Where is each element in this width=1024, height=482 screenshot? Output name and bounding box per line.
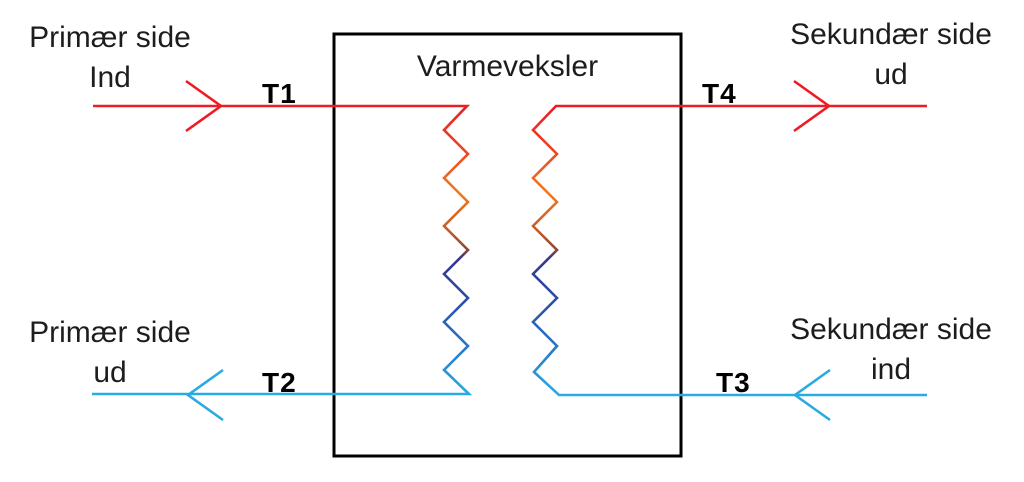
label-secondary-in-line1: Sekundær side [790,313,992,346]
exchanger-box [332,32,683,458]
secondary-out-arrow [793,79,832,133]
label-primary-in: Primær side Ind [15,18,205,98]
primary-flow-line [92,104,473,396]
sensor-label-t2: T2 [262,367,297,398]
sensor-label-t1: T1 [262,78,297,109]
secondary-in-arrow [792,368,831,422]
label-primary-in-line2: Ind [89,61,131,94]
label-primary-out: Primær side ud [15,313,205,393]
label-primary-in-line1: Primær side [29,21,191,54]
label-secondary-out-line1: Sekundær side [790,18,992,51]
primary-out-arrow [185,368,224,422]
label-secondary-in-line2: ind [870,353,912,386]
exchanger-title: Varmeveksler [416,50,599,83]
label-secondary-out-line2: ud [874,58,908,91]
label-secondary-out: Sekundær side ud [788,15,994,95]
sensor-label-t4: T4 [702,78,737,109]
label-secondary-in: Sekundær side ind [788,310,994,390]
label-primary-out-line1: Primær side [29,316,191,349]
label-primary-out-line2: ud [93,356,127,389]
primary-in-arrow [185,79,224,133]
secondary-flow-line [531,104,927,397]
sensor-label-t3: T3 [716,367,751,398]
